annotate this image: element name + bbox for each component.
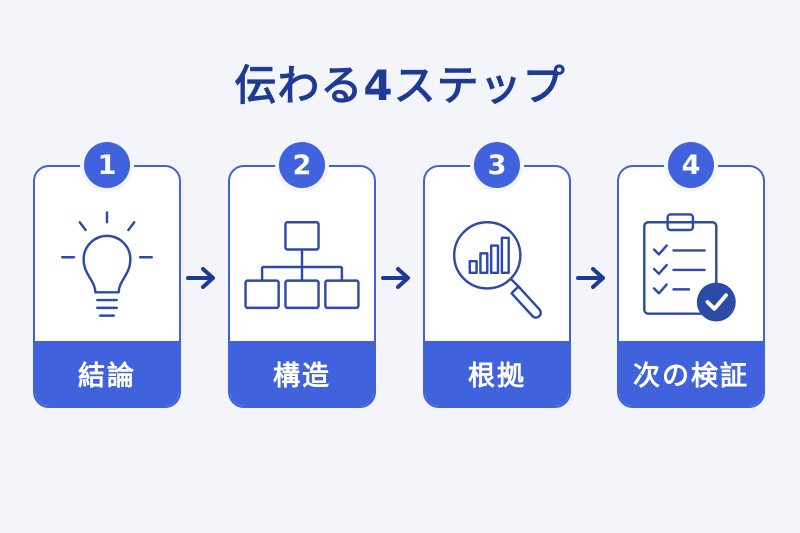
step-label-1: 結論 — [35, 341, 179, 406]
lightbulb-icon — [61, 211, 153, 317]
step-card-3: 根拠 — [423, 165, 571, 408]
arrow-right-icon — [381, 267, 410, 289]
step-label-3: 根拠 — [425, 341, 569, 406]
step-number-4: 4 — [668, 142, 714, 188]
arrow-right-icon — [576, 267, 605, 289]
step-label-4: 次の検証 — [619, 341, 763, 406]
step-card-2: 構造 — [228, 165, 376, 408]
magnifier-chart-icon — [452, 221, 542, 319]
clipboard-check-icon — [643, 213, 736, 322]
arrow-right-icon — [186, 267, 215, 289]
step-card-1: 結論 — [33, 165, 181, 408]
step-number-3: 3 — [474, 142, 520, 188]
page-title: 伝わる4ステップ — [234, 61, 566, 110]
step-number-1: 1 — [84, 142, 130, 188]
hierarchy-icon — [244, 221, 360, 310]
step-label-2: 構造 — [230, 341, 374, 406]
step-card-4: 次の検証 — [617, 165, 765, 408]
step-number-2: 2 — [279, 142, 325, 188]
